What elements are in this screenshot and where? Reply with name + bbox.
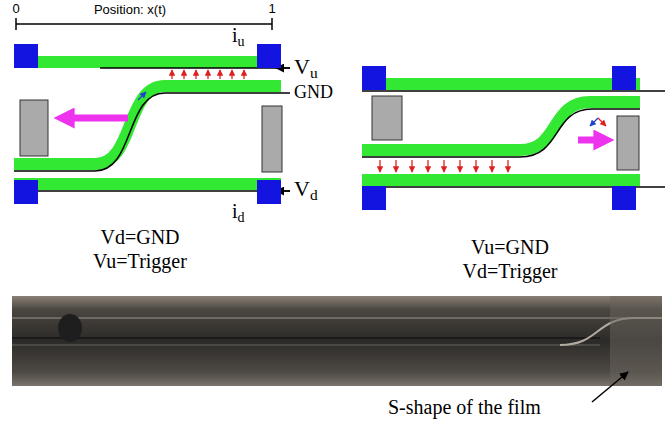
state-label: Vu=Trigger <box>93 250 187 273</box>
scale-start: 0 <box>12 2 19 17</box>
state-label: Vu=GND <box>471 236 549 259</box>
photo <box>12 296 662 386</box>
left-panel <box>14 44 290 204</box>
right-panel <box>362 66 665 210</box>
scale-end: 1 <box>268 2 275 17</box>
leader-arrow <box>592 372 628 402</box>
state-label: Vd=GND <box>100 226 179 249</box>
current-label: id <box>232 200 245 226</box>
voltage-label: Vd <box>294 176 318 204</box>
current-label: iu <box>232 24 245 50</box>
ground-label: GND <box>294 82 333 103</box>
scale-title: Position: x(t) <box>91 3 169 18</box>
state-label: Vd=Trigger <box>463 260 558 283</box>
voltage-label: Vu <box>294 54 318 82</box>
photo-caption: S-shape of the film <box>388 396 541 419</box>
